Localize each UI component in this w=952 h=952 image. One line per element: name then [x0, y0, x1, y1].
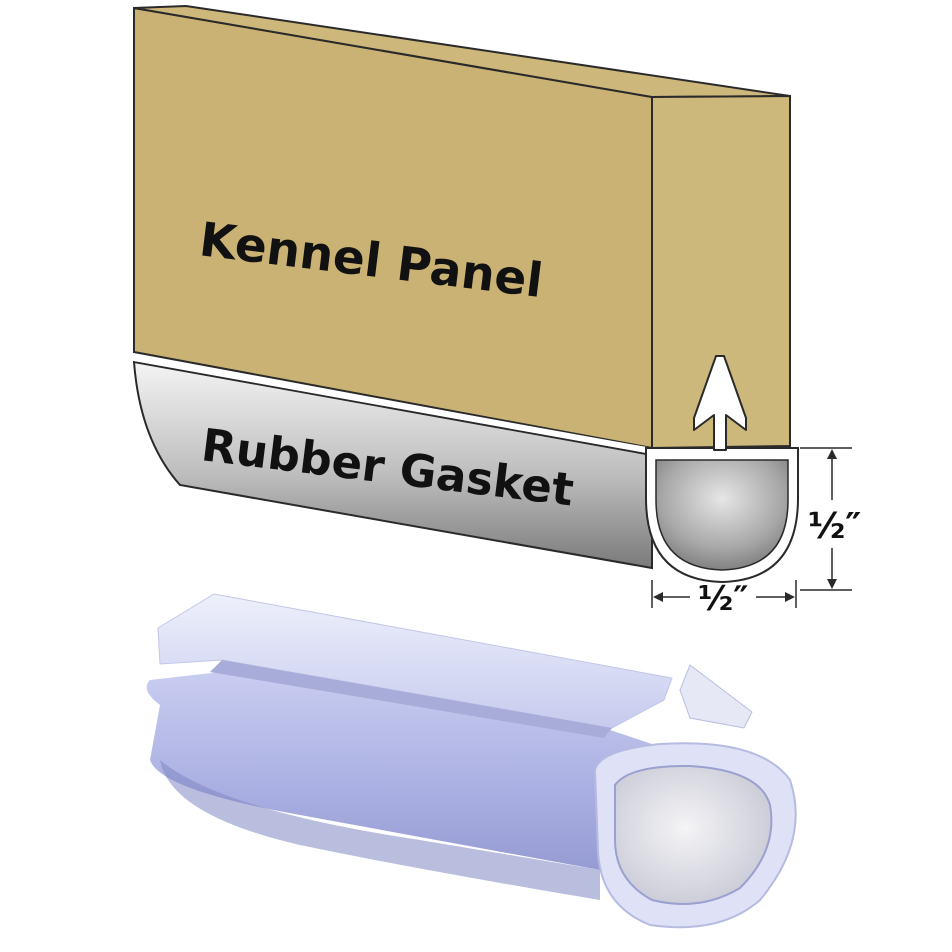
arrow-down-icon: [827, 579, 837, 589]
height-dimension-label: ½″: [808, 506, 861, 547]
photo-tube-opening: [614, 764, 773, 905]
photo-top-flap: [157, 593, 673, 729]
dimension-width: ½″: [651, 579, 797, 619]
photo-back-flap: [679, 664, 753, 729]
profile-inner: [655, 459, 789, 571]
profile-fin: [693, 355, 747, 451]
arrow-up-icon: [827, 449, 837, 459]
photo-flap-underside: [210, 660, 612, 738]
arrow-right-icon: [785, 592, 795, 602]
photo-body: [146, 672, 700, 910]
gasket-top-line: [133, 355, 653, 454]
panel-side-face: [651, 94, 791, 450]
gasket-profile: [645, 355, 799, 584]
dimension-height: ½″: [800, 447, 861, 591]
arrow-left-icon: [653, 592, 663, 602]
kennel-panel: Kennel Panel: [133, 4, 791, 450]
photo-body-shadow: [160, 760, 600, 900]
rubber-gasket-strip: Rubber Gasket: [132, 355, 653, 570]
width-dimension-label: ½″: [698, 579, 748, 619]
gasket-body: [132, 360, 653, 570]
gasket-photo: [146, 593, 797, 929]
